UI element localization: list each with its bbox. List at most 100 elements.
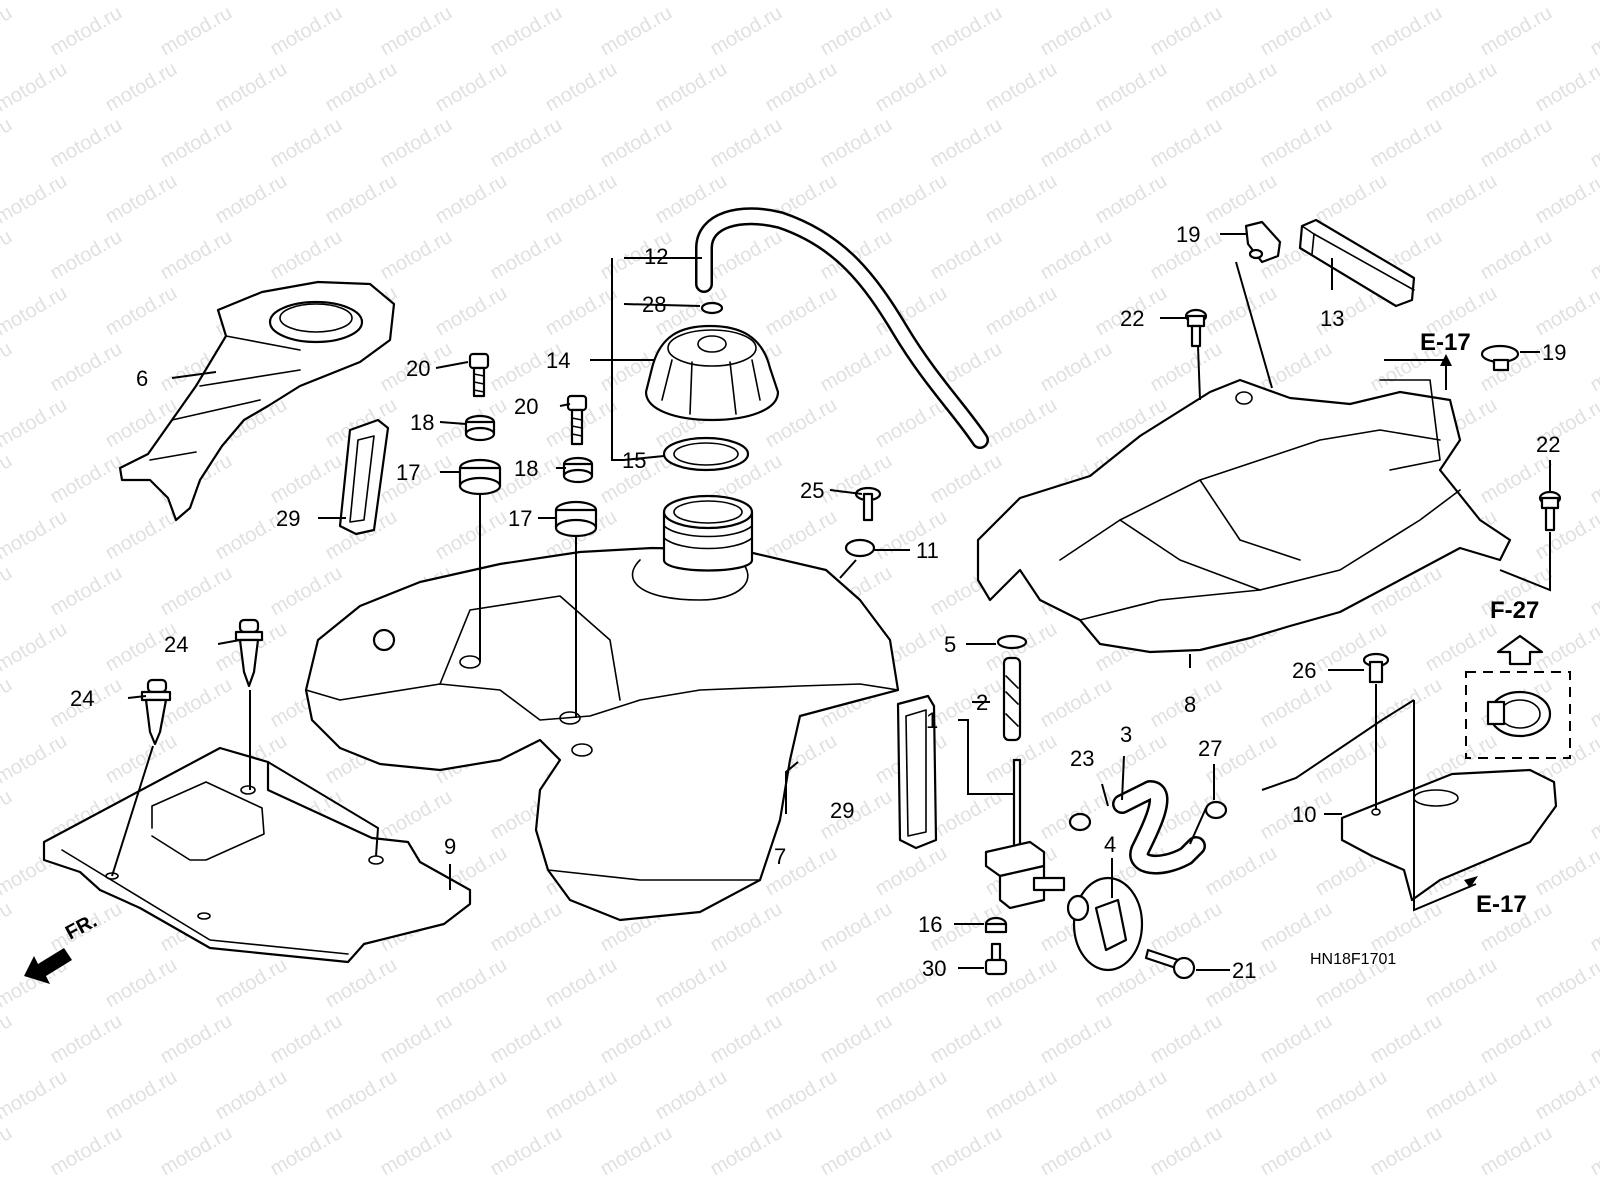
watermark-text: motod.ru [0,562,16,621]
watermark-text: motod.ru [1422,954,1501,1013]
watermark-text: motod.ru [1532,282,1600,341]
callout-23[interactable]: 23 [1070,746,1094,771]
callout-28[interactable]: 28 [642,292,666,317]
part-8-tank-cover-frame[interactable] [976,378,1512,654]
watermark-text: motod.ru [542,1066,621,1125]
part-11-grommet[interactable] [844,538,876,558]
part-7-fuel-tank[interactable] [304,494,900,922]
watermark-text: motod.ru [157,226,236,285]
watermark-text: motod.ru [102,506,181,565]
callout-10[interactable]: 10 [1292,802,1316,827]
callout-24b[interactable]: 24 [70,686,94,711]
part-23-tube-clip[interactable] [1068,812,1092,832]
callout-11[interactable]: 11 [916,538,939,563]
watermark-text: motod.ru [652,1066,731,1125]
watermark-text: motod.ru [817,1010,896,1069]
callout-27[interactable]: 27 [1198,736,1222,761]
part-1-fuel-cock-assembly[interactable] [984,758,1066,910]
part-24-trim-clip-b[interactable] [140,678,172,746]
callout-29a[interactable]: 29 [276,506,300,531]
part-19-clip-nut-a[interactable] [1244,220,1282,264]
callout-13[interactable]: 13 [1320,306,1344,331]
callout-21[interactable]: 21 [1232,958,1256,983]
part-18-collar-a[interactable] [464,414,496,442]
callout-7[interactable]: 7 [774,844,786,869]
part-4-fuel-cock-lever[interactable] [1066,876,1144,972]
callout-4[interactable]: 4 [1104,832,1116,857]
watermark-text: motod.ru [542,58,621,117]
callout-6[interactable]: 6 [136,366,148,391]
callout-17b[interactable]: 17 [508,506,532,531]
callout-12[interactable]: 12 [644,244,668,269]
watermark-text: motod.ru [102,170,181,229]
part-27-tube-clip[interactable] [1204,800,1228,820]
callout-19b[interactable]: 19 [1542,340,1566,365]
part-29-rubber-band-b[interactable] [896,694,938,850]
reference-f27-label[interactable]: F-27 [1490,597,1539,624]
callout-16[interactable]: 16 [918,912,942,937]
part-29-rubber-band-a[interactable] [338,418,390,536]
watermark-text: motod.ru [982,282,1061,341]
watermark-text: motod.ru [377,114,456,173]
callout-20b[interactable]: 20 [514,394,538,419]
part-3-fuel-tube[interactable] [1112,780,1206,875]
part-9-under-plate[interactable] [42,746,472,964]
part-24-trim-clip-a[interactable] [234,618,264,688]
callout-22a[interactable]: 22 [1120,306,1144,331]
reference-e17-bottom-label[interactable]: E-17 [1476,891,1527,918]
callout-20a[interactable]: 20 [406,356,430,381]
part-5-o-ring[interactable] [996,634,1028,650]
part-20-flange-bolt-b[interactable] [566,394,588,446]
part-12-breather-tube[interactable] [695,207,989,449]
part-20-flange-bolt-a[interactable] [468,352,490,398]
callout-19a[interactable]: 19 [1176,222,1200,247]
part-10-heat-guard[interactable] [1340,768,1558,902]
part-2-fuel-strainer[interactable] [1002,656,1022,742]
callout-14[interactable]: 14 [546,348,570,373]
watermark-text: motod.ru [1587,450,1600,509]
callout-18b[interactable]: 18 [514,456,538,481]
callout-29b[interactable]: 29 [830,798,854,823]
callout-24a[interactable]: 24 [164,632,188,657]
part-19-clip-nut-b[interactable] [1480,344,1520,372]
reference-e17-bottom[interactable]: E-17 [1464,876,1527,918]
callout-9[interactable]: 9 [444,834,456,859]
callout-5[interactable]: 5 [944,632,956,657]
part-21-screw[interactable] [1144,948,1196,980]
callout-30[interactable]: 30 [922,956,946,981]
part-26-trim-clip[interactable] [1362,652,1390,684]
reference-e17-top-label[interactable]: E-17 [1420,329,1471,356]
watermark-text: motod.ru [1422,170,1501,229]
callout-3[interactable]: 3 [1120,722,1132,747]
watermark-text: motod.ru [377,226,456,285]
callout-8[interactable]: 8 [1184,692,1196,717]
callout-18a[interactable]: 18 [410,410,434,435]
part-14-fuel-fill-cap[interactable] [644,324,780,422]
watermark-text: motod.ru [817,114,896,173]
part-28-clip[interactable] [700,301,724,315]
watermark-text: motod.ru [487,1010,566,1069]
part-15-cap-gasket[interactable] [662,436,750,472]
part-17-rubber-mount-b[interactable] [554,500,598,538]
part-22-bolt-b[interactable] [1538,490,1562,532]
callout-17a[interactable]: 17 [396,460,420,485]
part-22-bolt-a[interactable] [1184,308,1208,348]
callout-2[interactable]: 2 [976,690,988,715]
callout-22b[interactable]: 22 [1536,432,1560,457]
part-17-rubber-mount-a[interactable] [458,458,502,496]
watermark-text: motod.ru [817,898,896,957]
part-6-air-duct[interactable] [118,280,396,522]
callout-25[interactable]: 25 [800,478,824,503]
callout-1[interactable]: 1 [926,708,938,733]
part-25-screw[interactable] [854,486,882,522]
callout-15[interactable]: 15 [622,448,646,473]
watermark-text: motod.ru [872,506,951,565]
callout-26[interactable]: 26 [1292,658,1316,683]
part-13-foam-pad[interactable] [1298,218,1416,308]
part-30-bolt[interactable] [984,942,1008,976]
watermark-text: motod.ru [1587,1122,1600,1181]
part-16-washer[interactable] [984,916,1008,934]
part-18-collar-b[interactable] [562,456,594,484]
reference-e17-top[interactable]: E-17 [1420,329,1471,386]
watermark-text: motod.ru [762,282,841,341]
